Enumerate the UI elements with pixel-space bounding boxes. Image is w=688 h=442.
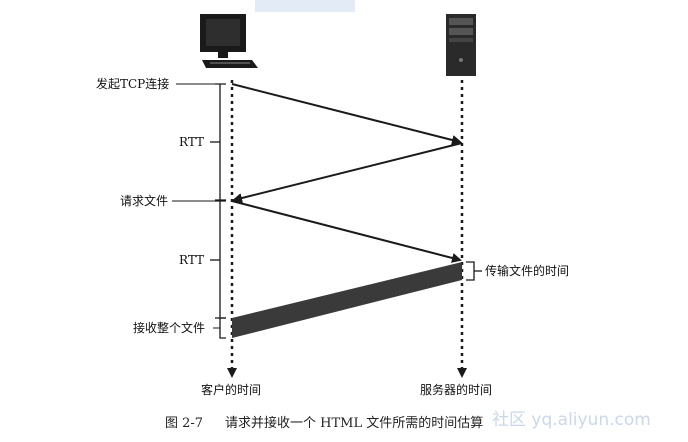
- server-tower-icon: [446, 14, 476, 76]
- desktop-computer-icon: [200, 14, 258, 68]
- client-timeline-arrow: [227, 368, 237, 378]
- watermark: 社区 yq.aliyun.com: [492, 410, 651, 430]
- label-receive-file: 接收整个文件: [133, 320, 205, 335]
- label-rtt-2: RTT: [179, 253, 204, 267]
- label-start-tcp: 发起TCP连接: [96, 76, 169, 91]
- figure-caption: 请求并接收一个 HTML 文件所需的时间估算: [225, 415, 483, 431]
- server-timeline-arrow: [457, 368, 467, 378]
- file-request-arrow: [231, 200, 462, 263]
- figure-number: 图 2-7: [165, 416, 203, 431]
- label-rtt-1: RTT: [179, 135, 204, 149]
- label-transmit-time: 传输文件的时间: [485, 263, 569, 278]
- label-request-file: 请求文件: [120, 193, 168, 208]
- file-transfer-band: [232, 262, 462, 338]
- receive-file-bracket: [219, 317, 226, 339]
- label-client-time: 客户的时间: [201, 382, 261, 397]
- tcp-synack-arrow: [232, 142, 463, 203]
- tcp-syn-arrow: [231, 83, 462, 145]
- header-band: [255, 0, 355, 12]
- label-server-time: 服务器的时间: [420, 382, 492, 397]
- transmit-time-bracket: [466, 261, 475, 281]
